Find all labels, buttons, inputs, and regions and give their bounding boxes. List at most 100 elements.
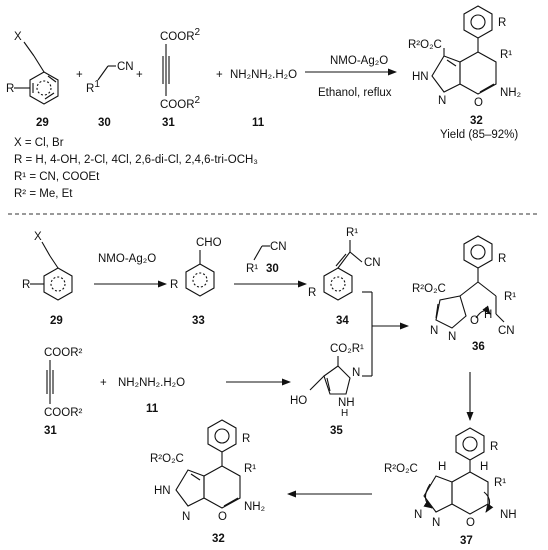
compound-29-bottom: X R 29	[22, 231, 73, 327]
plus-sign-3: +	[216, 69, 223, 81]
hydrazine-label: NH₂NH₂.H₂O	[118, 377, 185, 389]
coor-bottom-label: COOR²	[44, 407, 83, 419]
compound-35: CO₂R¹ N NH H HO 35	[290, 343, 364, 437]
r1-label: R¹	[494, 477, 506, 489]
plus-sign-2: +	[136, 69, 143, 81]
ho-label: HO	[290, 395, 307, 407]
o-label: O	[474, 97, 483, 109]
n-label: N	[414, 509, 422, 521]
x-label: X	[14, 31, 22, 43]
ester-label: CO₂R¹	[330, 343, 364, 355]
coor-top-label: COOR	[160, 31, 195, 43]
definition-r2: R² = Me, Et	[14, 188, 73, 200]
arrow-29-33: NMO-Ag₂O	[94, 253, 167, 288]
arrow-33-34: CN R¹ 30	[234, 241, 307, 288]
r-label: R	[170, 279, 178, 291]
compound-number-29: 29	[36, 117, 49, 129]
r-label: R	[308, 287, 316, 299]
ester-label: R²O₂C	[150, 453, 184, 465]
n-label: N	[352, 367, 360, 379]
reagent-number-30: 30	[266, 263, 279, 275]
r-label: R	[242, 433, 250, 445]
coor-bottom-label: COOR	[160, 99, 195, 111]
arrow-condition-above: NMO-Ag₂O	[330, 55, 388, 67]
compound-number-37: 37	[460, 535, 473, 547]
benzene-ring	[29, 71, 59, 105]
compound-33: CHO R 33	[170, 237, 222, 327]
compound-32-bottom: R R²O₂C R¹ HN N O NH₂ 32	[150, 419, 265, 545]
ester-label: R²O₂C	[408, 39, 442, 51]
definition-r: R = H, 4-OH, 2-Cl, 4Cl, 2,6-di-Cl, 2,4,6…	[14, 154, 258, 166]
ester-label: R²O₂C	[384, 463, 418, 475]
compound-36: R R¹ CN H R²O₂C N N O 36	[412, 235, 516, 353]
compound-37: R R²O₂C H H R¹ N N O NH 37	[384, 427, 517, 547]
svg-text:COOR2: COOR2	[160, 27, 201, 43]
compound-number-32: 32	[470, 115, 483, 127]
svg-text:R1: R1	[86, 79, 100, 95]
nh2-label: NH₂	[244, 501, 265, 513]
plus-sign: +	[100, 377, 107, 389]
compound-34: R¹ CN R 34	[308, 227, 381, 327]
r1-sup: 1	[94, 79, 100, 90]
cho-label: CHO	[196, 237, 222, 249]
r-label: R	[498, 253, 506, 265]
compound-number-34: 34	[336, 315, 349, 327]
reaction-arrow-top: NMO-Ag₂O Ethanol, reflux	[305, 55, 397, 99]
n2-label: N	[432, 517, 440, 529]
compound-number-29: 29	[50, 315, 63, 327]
compound-number-33: 33	[192, 315, 205, 327]
compound-number-11: 11	[252, 117, 265, 129]
r-label: R	[6, 83, 14, 95]
x-label: X	[34, 231, 42, 243]
r-label: R	[498, 17, 506, 29]
compound-number-31: 31	[162, 117, 175, 129]
h-label: H	[341, 408, 348, 419]
compound-number-32: 32	[212, 533, 225, 545]
compound-30-top: CN R1 30	[86, 61, 134, 129]
svg-text:COOR2: COOR2	[160, 95, 201, 111]
combine-bracket	[362, 291, 409, 377]
nh2-label: NH₂	[500, 87, 521, 99]
cn-label: CN	[364, 257, 381, 269]
coor-top-sup: 2	[195, 27, 201, 38]
cn-label: CN	[117, 61, 134, 73]
phenyl-ring	[463, 5, 493, 39]
compound-31-top: COOR2 COOR2 31	[160, 27, 201, 129]
nh-label: NH	[500, 509, 517, 521]
yield-label: Yield (85–92%)	[440, 129, 518, 141]
r1-label: R¹	[500, 49, 512, 61]
h1-label: H	[438, 461, 446, 473]
substituent-definitions: X = Cl, Br R = H, 4-OH, 2-Cl, 4Cl, 2,6-d…	[14, 137, 258, 200]
nh-label: N	[448, 331, 456, 343]
o-label: O	[466, 517, 475, 529]
r-label: R	[22, 279, 30, 291]
n-label: N	[430, 325, 438, 337]
compound-number-11: 11	[146, 403, 159, 415]
compound-number-30: 30	[98, 117, 111, 129]
coor-top-label: COOR²	[44, 347, 83, 359]
hn-label: HN	[412, 71, 429, 83]
ester-label: R²O₂C	[412, 283, 446, 295]
definition-x: X = Cl, Br	[14, 137, 64, 149]
hydrazine-label: NH₂NH₂.H₂O	[230, 69, 297, 81]
compound-29-top: X R 29	[6, 31, 59, 129]
n-label: N	[438, 95, 446, 107]
cn-label: CN	[498, 325, 515, 337]
r1-label: R¹	[244, 463, 256, 475]
compound-31-bottom: COOR² COOR² 31	[44, 347, 83, 437]
r1-label: R¹	[504, 291, 516, 303]
plus-sign-1: +	[76, 69, 83, 81]
arrow-condition: NMO-Ag₂O	[98, 253, 156, 265]
compound-number-36: 36	[472, 341, 485, 353]
nh-label: NH	[338, 397, 355, 409]
r1-label: R	[86, 83, 94, 95]
r1-label: R¹	[346, 227, 358, 239]
n-label: N	[182, 511, 190, 523]
coor-bottom-sup: 2	[195, 95, 201, 106]
hn-label: HN	[154, 485, 171, 497]
compound-number-35: 35	[330, 425, 343, 437]
arrow-condition-below: Ethanol, reflux	[318, 87, 392, 99]
o-label: O	[470, 315, 479, 327]
r-label: R	[490, 441, 498, 453]
